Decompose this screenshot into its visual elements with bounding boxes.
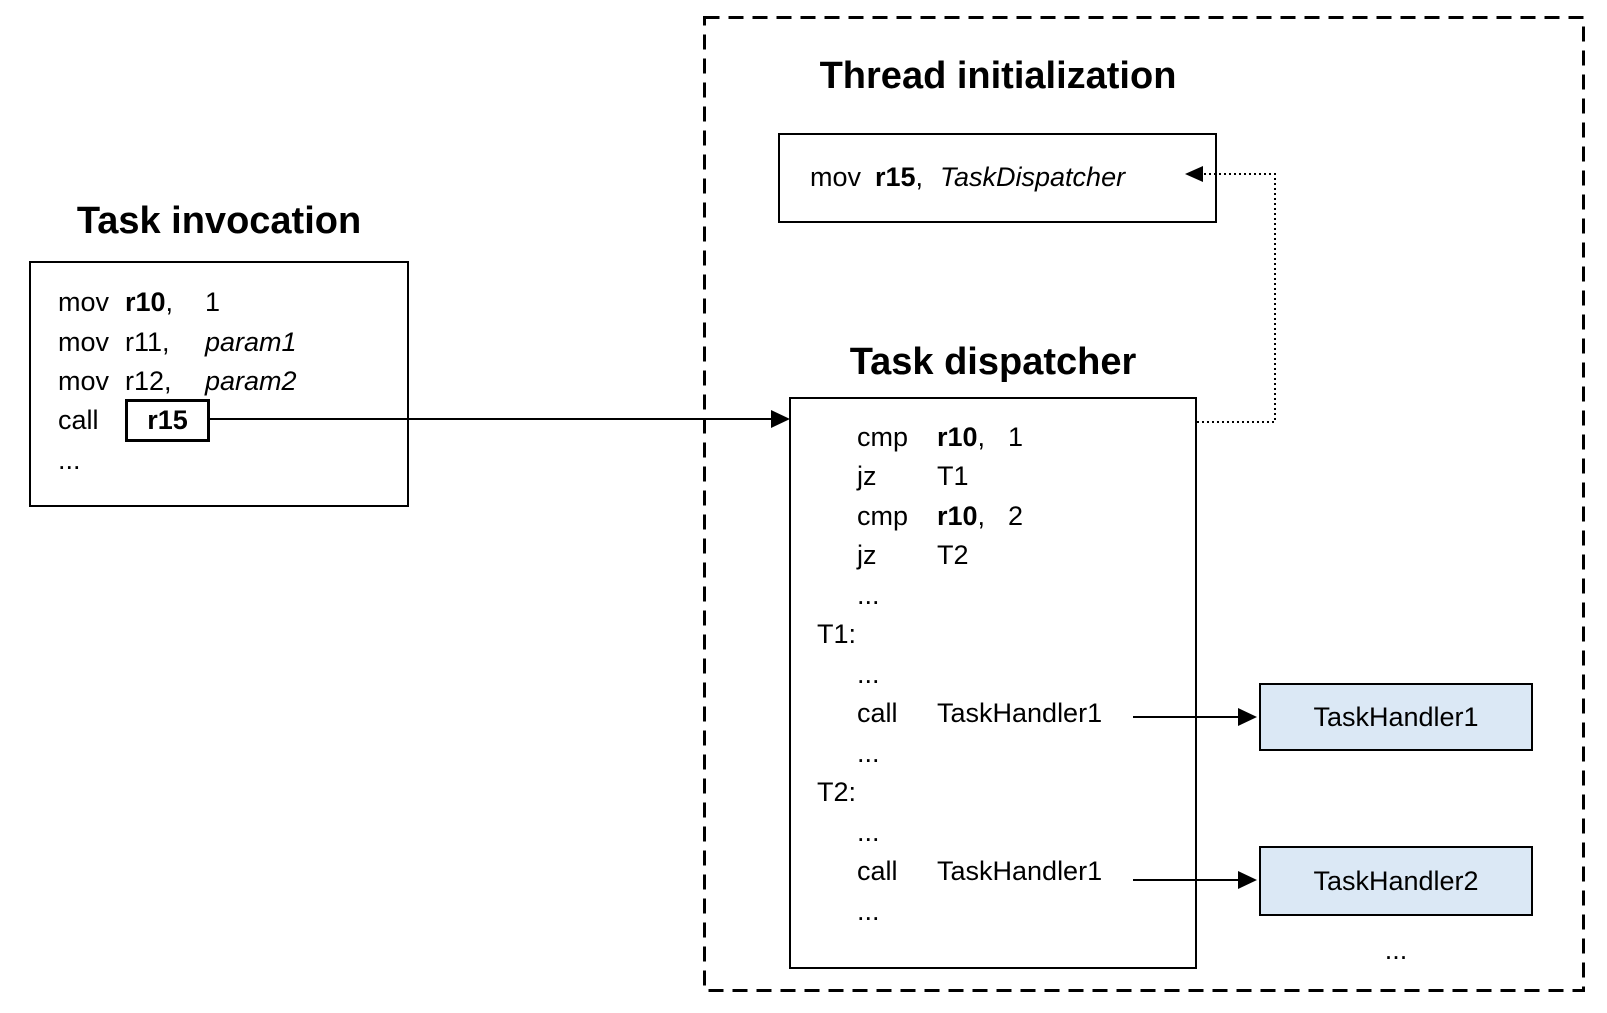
opcode: mov [58,365,110,396]
opcode: call [58,404,99,435]
comma: , [915,161,924,192]
task-handler-1-box: TaskHandler1 [1259,683,1533,751]
dispatcher-label-t1: T1: [817,614,856,654]
comma: , [165,286,174,317]
opcode: mov [810,161,862,192]
ellipsis: ... [857,579,880,610]
opcode: cmp [857,500,909,531]
register: r10 [125,286,166,317]
dispatcher-line-ellipsis: ... [857,891,880,931]
param-value: param1 [205,326,297,357]
register: r15 [147,405,188,435]
dispatcher-line-jz2: jz T2 [857,535,969,575]
handler-label: TaskHandler2 [1313,865,1479,896]
ellipsis: ... [58,444,81,475]
code-label: T2: [817,776,857,807]
call-target: TaskHandler1 [937,855,1103,886]
opcode: call [857,855,898,886]
dispatcher-line-cmp2: cmp r10, 2 [857,496,1023,536]
register: r15 [875,161,916,192]
code-label: T1: [817,618,857,649]
dispatcher-line-ellipsis: ... [857,812,880,852]
opcode: jz [857,539,877,570]
opcode: call [857,697,898,728]
handlers-more-ellipsis: ... [1384,934,1408,965]
opcode: cmp [857,421,909,452]
comma: , [977,500,986,531]
comma: , [977,421,986,452]
dispatcher-line-call-handler2: call TaskHandler1 [857,851,1102,891]
handler-label: TaskHandler1 [1313,701,1479,732]
dispatcher-target: TaskDispatcher [940,161,1126,192]
value: 2 [1008,500,1024,531]
call-target: TaskHandler1 [937,697,1103,728]
thread-init-mov-line: mov r15, TaskDispatcher [810,155,1125,199]
arrow-call-handler2-head [1238,871,1257,889]
invocation-line-mov-r11: mov r11, param1 [58,322,297,362]
opcode: mov [58,286,110,317]
dispatcher-line-call-handler1: call TaskHandler1 [857,693,1102,733]
arrow-call-handler1-head [1238,708,1257,726]
value: 1 [205,286,221,317]
value: 1 [1008,421,1024,452]
jump-target: T2 [937,539,969,570]
ellipsis: ... [857,658,880,689]
register: r12 [125,365,165,396]
task-invocation-title: Task invocation [76,200,362,242]
task-handler-2-box: TaskHandler2 [1259,846,1533,916]
jump-target: T1 [937,460,969,491]
opcode: mov [58,326,110,357]
arrow-call-r15-head [771,410,790,428]
task-invocation-box [29,261,409,507]
dispatcher-line-ellipsis: ... [857,733,880,773]
ellipsis: ... [857,816,880,847]
invocation-line-call: call [58,400,125,440]
invocation-line-mov-r12: mov r12, param2 [58,361,297,401]
thread-initialization-title: Thread initialization [819,55,1177,97]
ellipsis: ... [857,737,880,768]
ellipsis: ... [857,895,880,926]
dispatcher-label-t2: T2: [817,772,856,812]
task-dispatcher-title: Task dispatcher [849,341,1137,383]
register: r10 [937,421,978,452]
dispatcher-line-jz1: jz T1 [857,456,969,496]
dispatcher-line-ellipsis: ... [857,575,880,615]
opcode: jz [857,460,877,491]
dispatcher-line-ellipsis: ... [857,654,880,694]
r15-highlight-box: r15 [125,399,210,442]
register: r10 [937,500,978,531]
invocation-line-ellipsis: ... [58,440,81,480]
param-value: param2 [205,365,297,396]
register: r11 [125,326,163,357]
dispatcher-line-cmp1: cmp r10, 1 [857,417,1023,457]
invocation-line-mov-r10: mov r10, 1 [58,282,220,322]
comma: , [164,365,172,396]
comma: , [162,326,170,357]
